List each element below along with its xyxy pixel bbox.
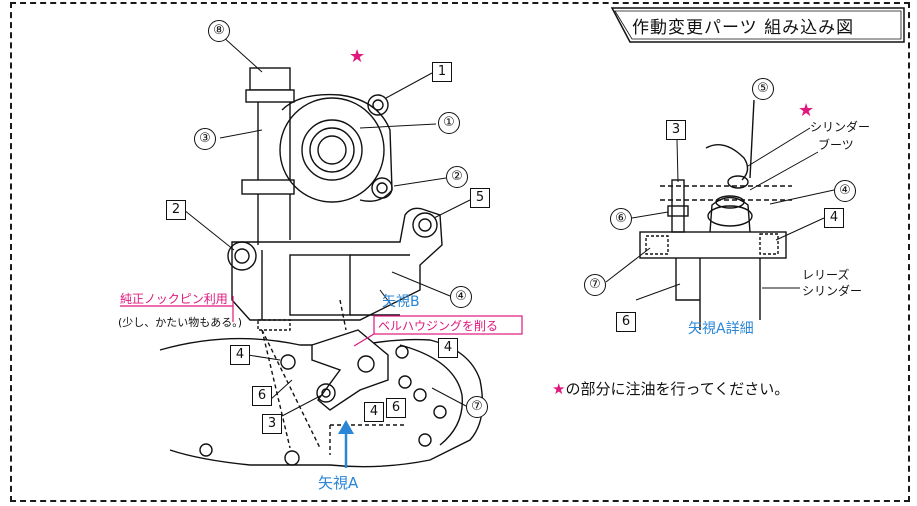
knock-pin-label: 純正ノックピン利用: [120, 292, 228, 306]
left-leaders: [183, 35, 471, 417]
title-tab-inner: [614, 10, 902, 40]
part-sq-5-label: 5: [470, 188, 490, 208]
r-part-sq-3-label: 3: [666, 120, 686, 140]
cylinder-boot-label-1: シリンダー: [810, 120, 871, 134]
note-text: の部分に注油を行ってください。: [565, 380, 790, 398]
part-sq-4a-label: 4: [230, 345, 250, 365]
part-sq-3-label: 3: [262, 414, 282, 434]
r-part-7-label: ⑦: [584, 274, 606, 296]
cylinder-boot-label-2: ブーツ: [818, 138, 854, 152]
lubrication-note: ★の部分に注油を行ってください。: [552, 378, 789, 399]
part-sq-4b-label: 4: [364, 402, 384, 422]
part-3-label: ③: [194, 128, 216, 150]
part-8-label: ⑧: [208, 20, 230, 42]
release-cylinder-label-1: レリーズ: [802, 268, 850, 282]
left-mechanism: [159, 67, 484, 468]
part-1-label: ①: [438, 112, 460, 134]
release-cylinder-label-2: シリンダー: [802, 284, 863, 298]
part-sq-1-label: 1: [432, 62, 452, 82]
part-4-label: ④: [450, 286, 472, 308]
title-tab-shape: [610, 7, 905, 43]
diagram-frame: [10, 2, 910, 502]
part-sq-4c-label: 4: [438, 338, 458, 358]
lube-star-right: ★: [798, 100, 815, 121]
bell-housing-label: ベルハウジングを削る: [378, 319, 499, 333]
r-part-sq-6-label: 6: [616, 312, 636, 332]
part-sq-2-label: 2: [166, 200, 186, 220]
part-sq-6a-label: 6: [252, 386, 272, 406]
note-star-icon: ★: [552, 380, 566, 398]
r-part-sq-4-label: 4: [824, 208, 844, 228]
pink-callouts: [120, 296, 523, 347]
view-a-label: 矢視A: [318, 474, 359, 492]
right-leaders: [605, 127, 835, 301]
view-a-detail-label: 矢視A詳細: [688, 321, 754, 337]
view-a-arrow: [338, 289, 393, 468]
diagram-title: 作動変更パーツ 組み込み図: [632, 18, 855, 38]
right-mechanism: [639, 99, 792, 330]
r-part-6-label: ⑥: [610, 208, 632, 230]
view-b-label: 矢視B: [382, 294, 420, 310]
part-sq-6b-label: 6: [386, 398, 406, 418]
knock-pin-note: (少し、かたい物もある。): [118, 316, 243, 329]
r-part-4-label: ④: [834, 180, 856, 202]
r-part-5-label: ⑤: [752, 78, 774, 100]
part-2-label: ②: [446, 166, 468, 188]
part-7-label: ⑦: [466, 396, 488, 418]
lube-star-left: ★: [349, 46, 366, 67]
